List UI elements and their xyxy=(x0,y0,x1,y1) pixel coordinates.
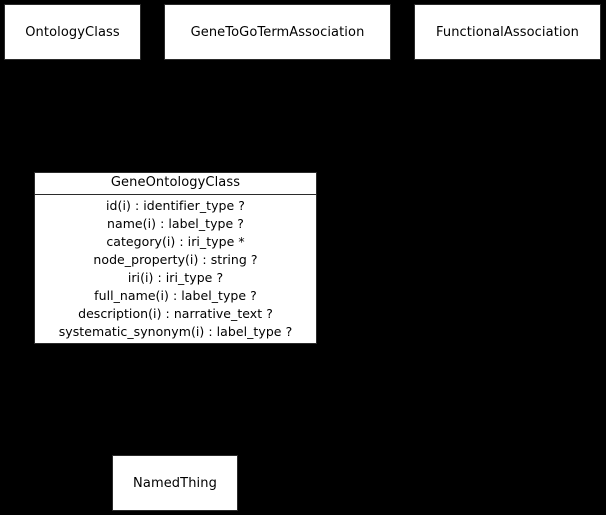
class-attribute-row: name(i) : label_type ? xyxy=(107,216,244,231)
node-functional-association[interactable]: FunctionalAssociation xyxy=(414,4,601,60)
class-title: GeneOntologyClass xyxy=(35,173,316,195)
class-attribute-row: category(i) : iri_type * xyxy=(106,234,245,249)
node-gene-ontology-class[interactable]: GeneOntologyClass id(i) : identifier_typ… xyxy=(34,172,317,344)
class-attribute-row: systematic_synonym(i) : label_type ? xyxy=(58,324,293,339)
node-named-thing[interactable]: NamedThing xyxy=(112,455,238,511)
class-attribute-row: id(i) : identifier_type ? xyxy=(106,198,245,213)
class-attribute-row: iri(i) : iri_type ? xyxy=(127,270,224,285)
node-label: GeneToGoTermAssociation xyxy=(190,24,365,40)
class-attribute-row: description(i) : narrative_text ? xyxy=(78,306,273,321)
node-label: NamedThing xyxy=(133,475,217,491)
class-attribute-row: full_name(i) : label_type ? xyxy=(94,288,257,303)
node-label: OntologyClass xyxy=(25,24,120,40)
class-attribute-row: node_property(i) : string ? xyxy=(93,252,258,267)
node-gene-to-go-term-association[interactable]: GeneToGoTermAssociation xyxy=(164,4,391,60)
node-ontology-class[interactable]: OntologyClass xyxy=(4,4,141,60)
class-attribute-list: id(i) : identifier_type ? name(i) : labe… xyxy=(35,195,316,344)
node-label: FunctionalAssociation xyxy=(436,24,579,40)
